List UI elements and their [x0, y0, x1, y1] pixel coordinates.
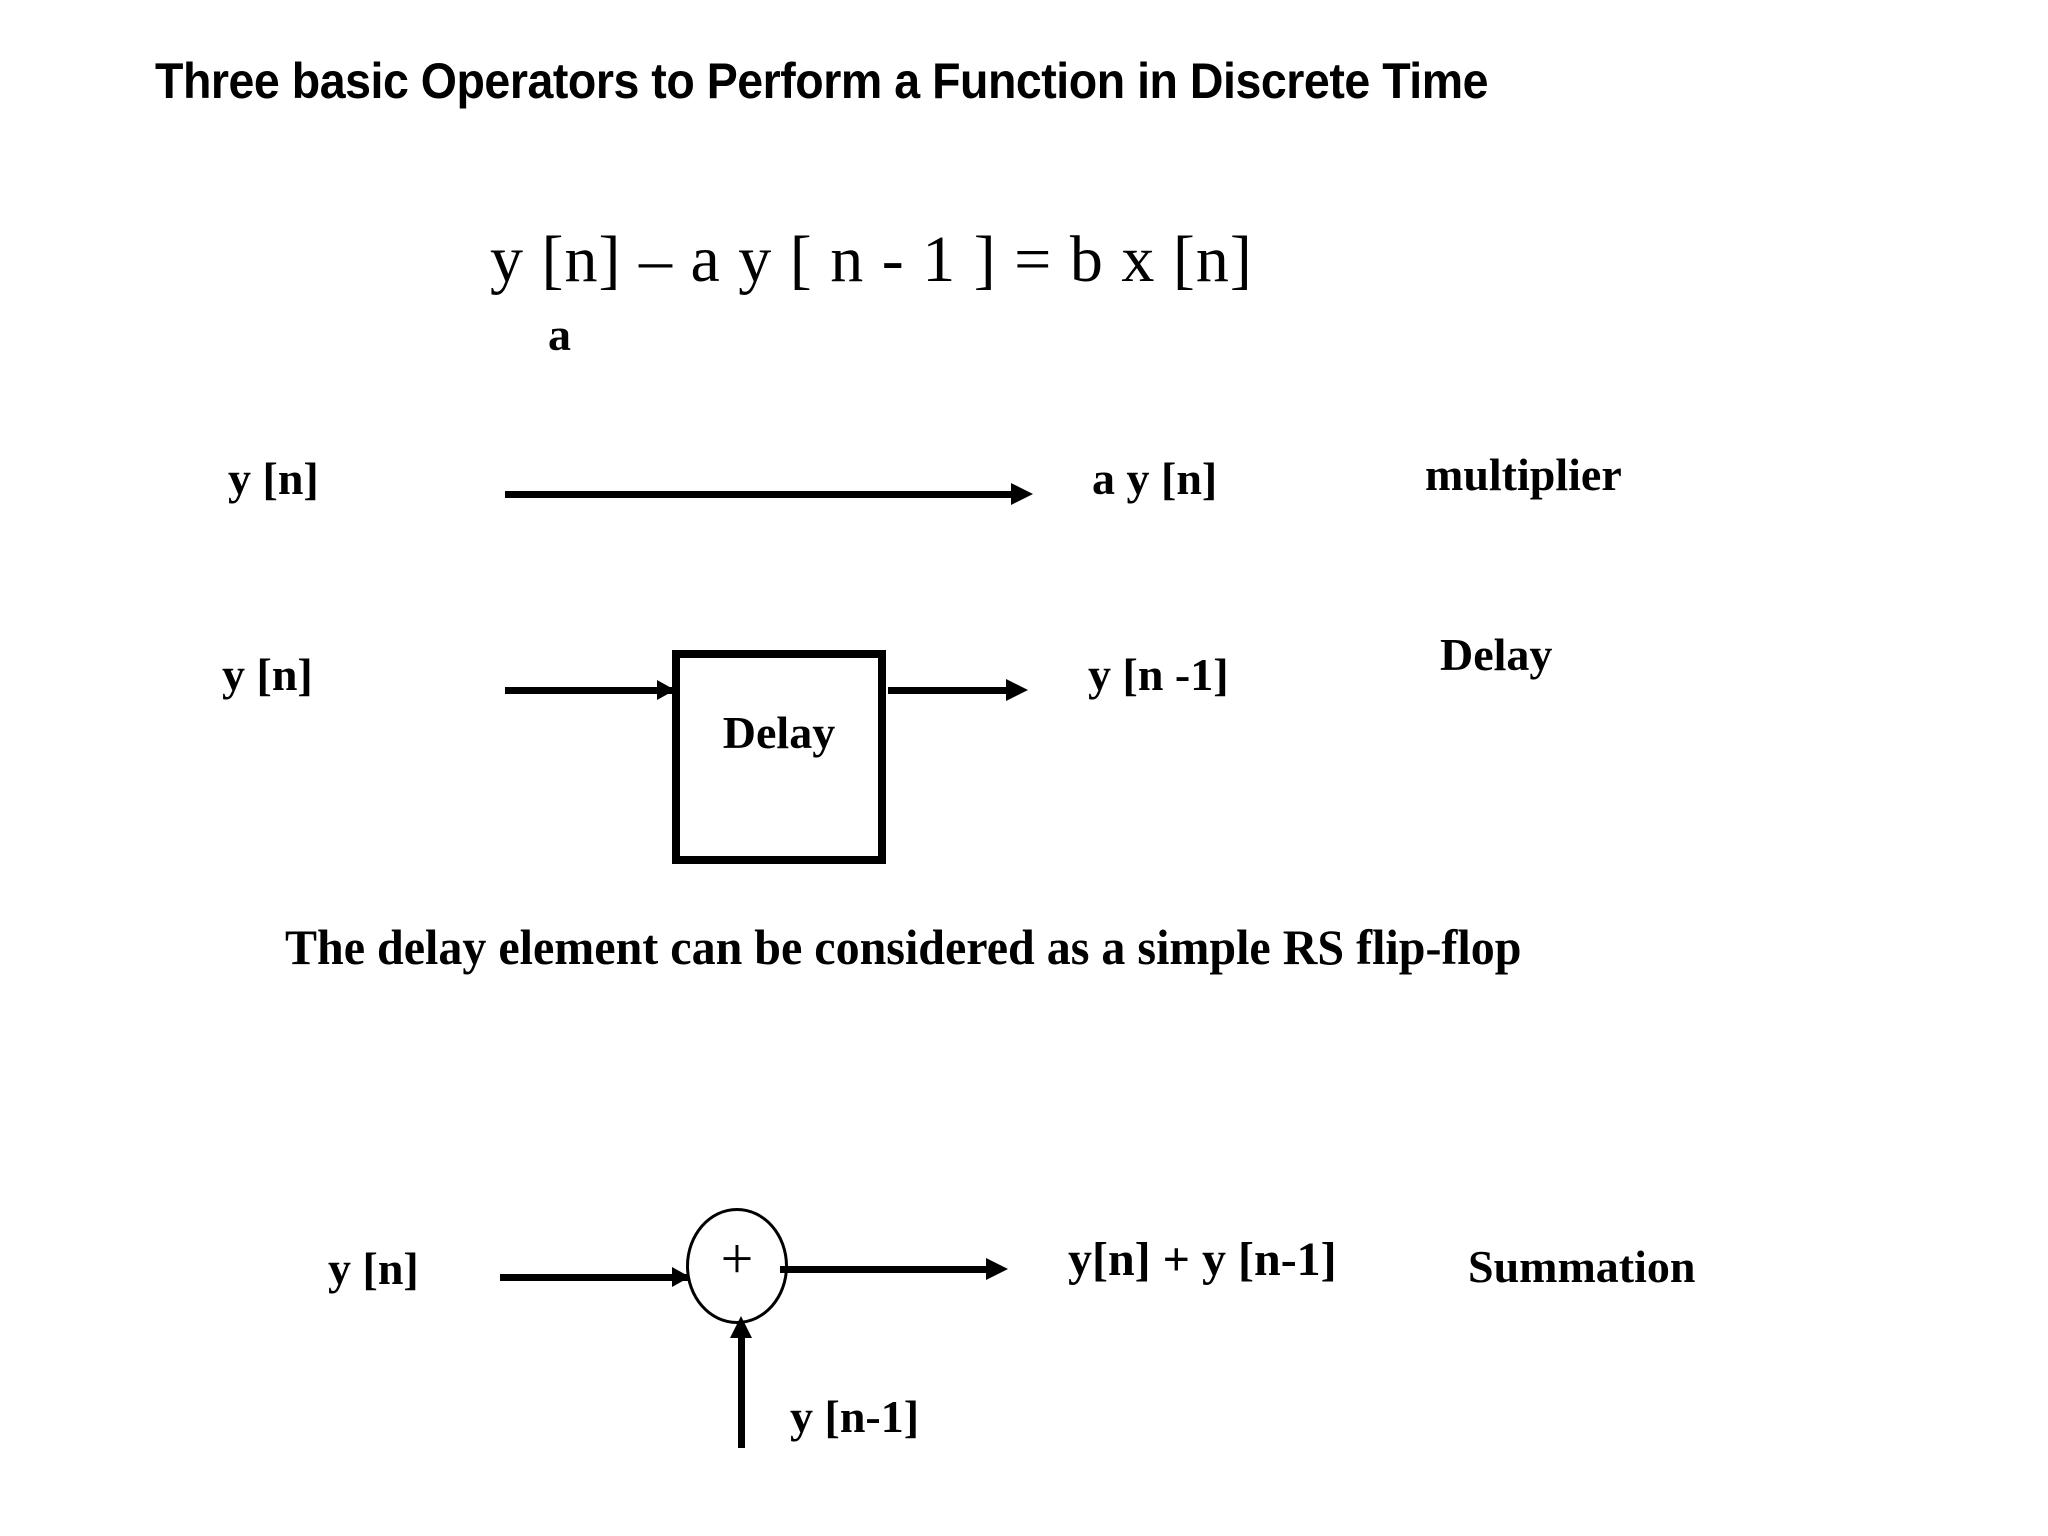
summation-input-arrow-line: [500, 1274, 688, 1281]
summation-input-arrowhead-icon: [672, 1267, 690, 1287]
page-title: Three basic Operators to Perform a Funct…: [155, 53, 1489, 109]
summation-node: +: [686, 1208, 788, 1324]
delay-input-label: y [n]: [222, 649, 313, 700]
summation-second-input-label: y [n-1]: [790, 1391, 920, 1442]
delay-block: Delay: [672, 650, 886, 864]
multiplier-arrowhead-icon: [1011, 483, 1033, 505]
summation-feedback-arrow-line: [738, 1338, 745, 1448]
delay-output-arrowhead-icon: [1006, 679, 1028, 701]
summation-output-arrow-line: [780, 1266, 990, 1273]
multiplier-gain-label: a: [548, 309, 571, 360]
multiplier-output-label: a y [n]: [1092, 453, 1218, 504]
difference-equation: y [n] – a y [ n - 1 ] = b x [n]: [490, 223, 1253, 296]
delay-block-label: Delay: [722, 707, 836, 758]
delay-input-arrowhead-icon: [657, 680, 675, 700]
flip-flop-note: The delay element can be considered as a…: [285, 919, 1522, 975]
multiplier-input-label: y [n]: [228, 453, 319, 504]
delay-output-arrow-line: [888, 687, 1010, 694]
summation-operator-name: Summation: [1468, 1241, 1696, 1292]
summation-input-label: y [n]: [328, 1243, 419, 1294]
delay-input-arrow-line: [505, 687, 673, 694]
multiplier-operator-name: multiplier: [1425, 449, 1622, 500]
summation-feedback-arrowhead-icon: [730, 1316, 752, 1338]
delay-output-label: y [n -1]: [1088, 649, 1229, 700]
delay-operator-name: Delay: [1440, 629, 1553, 680]
plus-icon: +: [720, 1226, 754, 1291]
multiplier-arrow-line: [505, 491, 1015, 498]
summation-output-label: y[n] + y [n-1]: [1068, 1233, 1337, 1286]
summation-output-arrowhead-icon: [986, 1258, 1008, 1280]
